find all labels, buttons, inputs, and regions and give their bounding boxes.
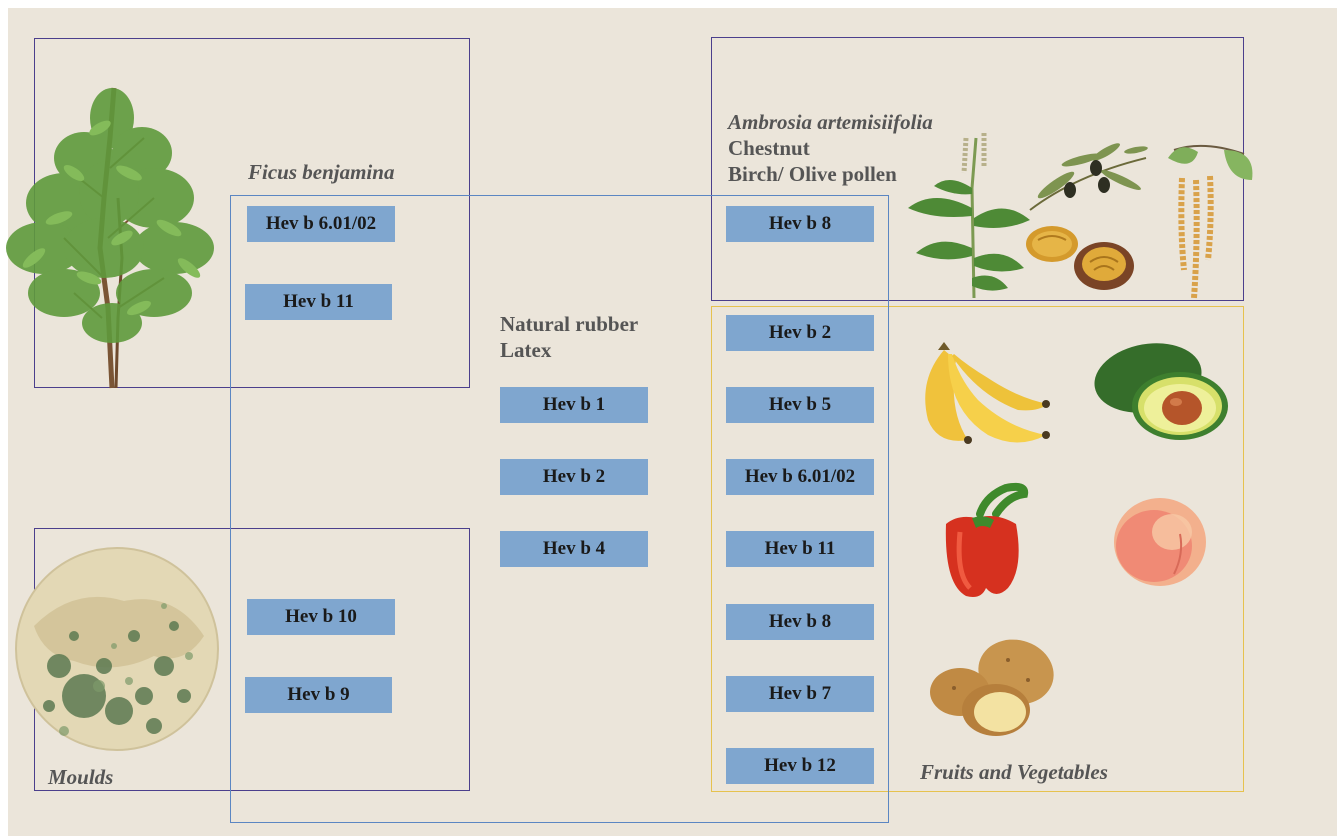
birch-catkin-icon <box>1168 144 1253 299</box>
olive-branch-icon <box>1029 143 1148 211</box>
mould-petri-icon <box>15 547 219 751</box>
allergen-chip: Hev b 10 <box>247 599 395 635</box>
latex-title: Natural rubber Latex <box>500 311 638 363</box>
latex-title-line1: Natural rubber <box>500 312 639 336</box>
allergen-chip: Hev b 2 <box>500 459 648 495</box>
latex-title-line2: Latex <box>500 338 552 362</box>
moulds-title: Moulds <box>48 765 114 789</box>
allergen-chip: Hev b 2 <box>726 315 874 351</box>
latex-frame <box>230 195 889 823</box>
bell-pepper-icon <box>945 482 1029 597</box>
ficus-title: Ficus benjamina <box>248 160 395 184</box>
pollen-title: Ambrosia artemisiifolia Chestnut Birch/ … <box>728 109 933 187</box>
allergen-chip: Hev b 5 <box>726 387 874 423</box>
allergen-chip: Hev b 11 <box>726 531 874 567</box>
allergen-chip: Hev b 12 <box>726 748 874 784</box>
allergen-chip: Hev b 11 <box>245 284 392 320</box>
banana-icon <box>925 342 1050 444</box>
potato-icon <box>930 639 1054 736</box>
allergen-chip: Hev b 1 <box>500 387 648 423</box>
fruits-frame <box>711 306 1244 792</box>
allergen-chip: Hev b 8 <box>726 206 874 242</box>
allergen-chip: Hev b 4 <box>500 531 648 567</box>
tree-icon <box>6 87 214 389</box>
peach-icon <box>1114 498 1206 586</box>
pollen-title-line2: Chestnut <box>728 136 810 160</box>
pollen-title-line3: Birch/ Olive pollen <box>728 162 897 186</box>
allergen-chip: Hev b 8 <box>726 604 874 640</box>
allergen-chip: Hev b 6.01/02 <box>247 206 395 242</box>
pollen-title-line1: Ambrosia artemisiifolia <box>728 110 933 134</box>
ragweed-icon <box>908 133 1030 299</box>
allergen-chip: Hev b 9 <box>245 677 392 713</box>
avocado-icon <box>1094 343 1228 440</box>
allergen-chip: Hev b 7 <box>726 676 874 712</box>
fruits-title: Fruits and Vegetables <box>920 760 1108 784</box>
allergen-chip: Hev b 6.01/02 <box>726 459 874 495</box>
chestnut-icon <box>1026 226 1134 290</box>
